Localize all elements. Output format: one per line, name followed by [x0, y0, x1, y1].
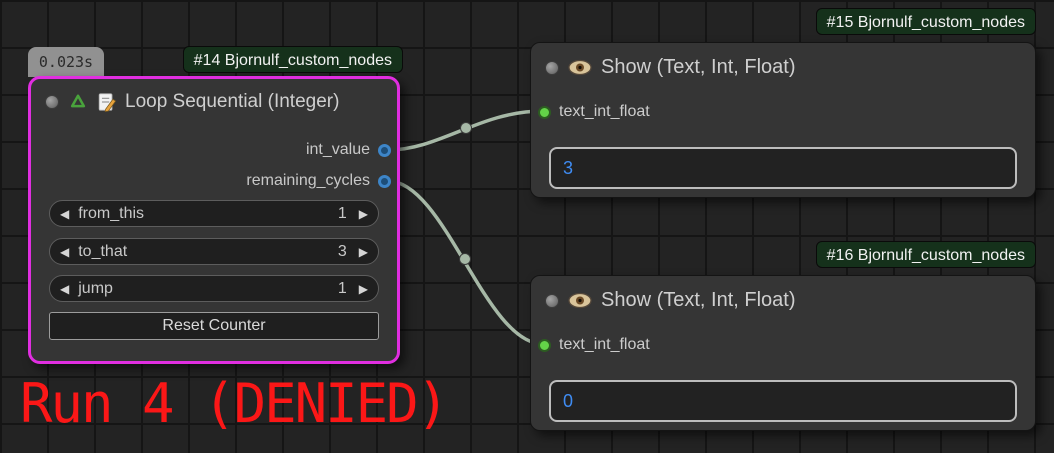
input-label: text_int_float: [559, 103, 650, 120]
node-title: Loop Sequential (Integer): [125, 91, 340, 112]
collapse-dot[interactable]: [45, 95, 59, 109]
link-midpoint-dot[interactable]: [459, 253, 471, 265]
node-show-bottom[interactable]: Show (Text, Int, Float) text_int_float 0: [530, 275, 1036, 431]
output-label: remaining_cycles: [246, 172, 370, 189]
node-title: Show (Text, Int, Float): [601, 289, 796, 311]
widget-label: from_this: [78, 204, 145, 222]
execution-time-badge: 0.023s: [28, 47, 104, 77]
memo-icon: [97, 92, 116, 112]
show-value-display[interactable]: 3: [549, 147, 1017, 189]
widget-from-this[interactable]: ◀ from_this 1 ▶: [49, 200, 379, 227]
output-port-int-value[interactable]: [378, 143, 391, 157]
output-label: int_value: [305, 141, 370, 158]
output-port-remaining-cycles[interactable]: [378, 174, 391, 188]
input-port-text-int-float[interactable]: [538, 339, 551, 352]
collapse-dot[interactable]: [545, 60, 559, 75]
widget-label: to_that: [78, 242, 128, 260]
recycle-icon: [68, 92, 88, 112]
node-id-badge-14: #14 Bjornulf_custom_nodes: [182, 46, 403, 73]
increment-arrow-icon[interactable]: ▶: [358, 281, 368, 296]
widget-to-that[interactable]: ◀ to_that 3 ▶: [49, 238, 379, 265]
increment-arrow-icon[interactable]: ▶: [358, 206, 368, 221]
input-port-text-int-float[interactable]: [538, 106, 551, 119]
show-value-display[interactable]: 0: [549, 380, 1017, 422]
node-id-badge-16: #16 Bjornulf_custom_nodes: [815, 241, 1036, 268]
eye-icon: [568, 59, 592, 76]
output-row-remaining-cycles: remaining_cycles: [246, 171, 391, 191]
decrement-arrow-icon[interactable]: ◀: [60, 244, 70, 259]
node-header: Show (Text, Int, Float): [531, 276, 1035, 312]
decrement-arrow-icon[interactable]: ◀: [60, 281, 70, 296]
node-id-badge-15: #15 Bjornulf_custom_nodes: [815, 8, 1036, 35]
increment-arrow-icon[interactable]: ▶: [358, 244, 368, 259]
node-header: Show (Text, Int, Float): [531, 43, 1035, 79]
node-loop-sequential[interactable]: Loop Sequential (Integer) int_value rema…: [28, 76, 400, 364]
widget-value: 3: [337, 242, 347, 260]
collapse-dot[interactable]: [545, 293, 559, 308]
node-show-top[interactable]: Show (Text, Int, Float) text_int_float 3: [530, 42, 1036, 198]
node-title: Show (Text, Int, Float): [601, 56, 796, 78]
decrement-arrow-icon[interactable]: ◀: [60, 206, 70, 221]
widget-jump[interactable]: ◀ jump 1 ▶: [49, 275, 379, 302]
reset-counter-button[interactable]: Reset Counter: [49, 312, 379, 340]
node-header: Loop Sequential (Integer): [31, 79, 397, 113]
eye-icon: [568, 292, 592, 309]
output-row-int-value: int_value: [306, 140, 391, 160]
widget-value: 1: [337, 279, 347, 297]
widget-value: 1: [337, 204, 347, 222]
input-label: text_int_float: [559, 336, 650, 353]
run-status-annotation: Run 4 (DENIED): [20, 372, 449, 435]
link-midpoint-dot[interactable]: [460, 122, 472, 134]
widget-label: jump: [78, 279, 113, 297]
